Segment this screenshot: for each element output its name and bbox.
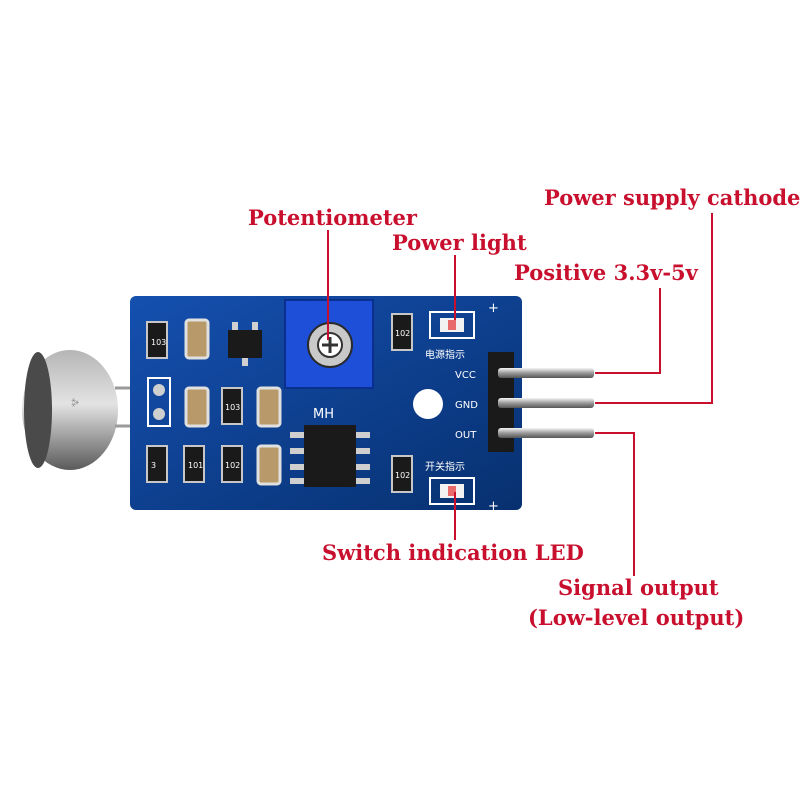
mic-solder-pad (153, 408, 165, 420)
power-led (429, 311, 475, 339)
microphone-face (24, 352, 52, 468)
callout-signal-output: Signal output (558, 575, 719, 600)
pin-header (488, 352, 594, 452)
pot-board-label: MH (313, 407, 334, 422)
plus-sign-top: + (488, 301, 499, 316)
callout-power-light: Power light (392, 230, 527, 255)
resistor (183, 445, 205, 483)
chip-pin (356, 448, 370, 454)
pin-gnd (498, 398, 594, 408)
callout-power-supply-cathode: Power supply cathode (544, 185, 800, 210)
power-led-lens (448, 320, 456, 330)
chip-pin (290, 464, 304, 470)
resistor (391, 455, 413, 493)
resistor-label: 102 (395, 471, 410, 480)
resistor-label: 3 (151, 461, 156, 470)
chip-pin (290, 448, 304, 454)
pin-out (498, 428, 594, 438)
capacitor (256, 444, 282, 486)
mic-solder-pad (153, 384, 165, 396)
resistor (146, 445, 168, 483)
leader-lines (327, 213, 713, 576)
switch-led-outline (429, 477, 475, 505)
capacitor (256, 386, 282, 428)
power-indicator-label: 电源指示 (425, 348, 465, 361)
pin-label-vcc: VCC (455, 370, 476, 381)
transistor-pin (232, 322, 238, 330)
transistor-pin (242, 358, 248, 366)
chip-pin (290, 478, 304, 484)
callout-potentiometer: Potentiometer (248, 205, 418, 230)
pcb-board: MH 103 (130, 296, 594, 514)
resistor-label: 102 (225, 461, 240, 470)
chip-pin (356, 432, 370, 438)
transistor-body (228, 330, 262, 358)
resistor (391, 313, 413, 351)
resistor-label: 103 (151, 338, 166, 347)
callout-positive: Positive 3.3v-5v (514, 260, 699, 285)
chip-body (304, 425, 356, 487)
pin-vcc (498, 368, 594, 378)
resistor-label: 102 (395, 329, 410, 338)
chip-pin (356, 464, 370, 470)
resistor-label: 101 (188, 461, 203, 470)
resistor (146, 321, 168, 359)
capacitor (184, 386, 210, 428)
switch-indicator-label: 开关指示 (425, 460, 465, 473)
capacitor (184, 318, 210, 360)
callout-signal-output-note: (Low-level output) (528, 605, 744, 630)
switch-led (429, 477, 475, 505)
transistor-pin (252, 322, 258, 330)
leader-positive (595, 288, 661, 374)
resistor (221, 445, 243, 483)
mounting-hole (413, 389, 443, 419)
mic-pad-outline (147, 377, 171, 427)
pin-label-gnd: GND (455, 400, 478, 411)
comparator-chip (290, 425, 370, 487)
resistor (221, 387, 243, 425)
transistor (228, 322, 262, 366)
switch-led-lens (448, 486, 456, 496)
resistor-label: 103 (225, 403, 240, 412)
capacitor-array (184, 318, 282, 486)
microphone-marking: ⁂ (69, 398, 80, 407)
plus-sign-bottom: + (488, 499, 499, 514)
leader-signal-output (595, 432, 635, 576)
pin-label-out: OUT (455, 430, 477, 441)
callout-switch-led: Switch indication LED (322, 540, 584, 565)
chip-pin (356, 478, 370, 484)
chip-pin (290, 432, 304, 438)
resistor-array: 103 3 101 103 102 102 102 (146, 313, 413, 493)
power-led-outline (429, 311, 475, 339)
leader-cathode (595, 213, 713, 404)
